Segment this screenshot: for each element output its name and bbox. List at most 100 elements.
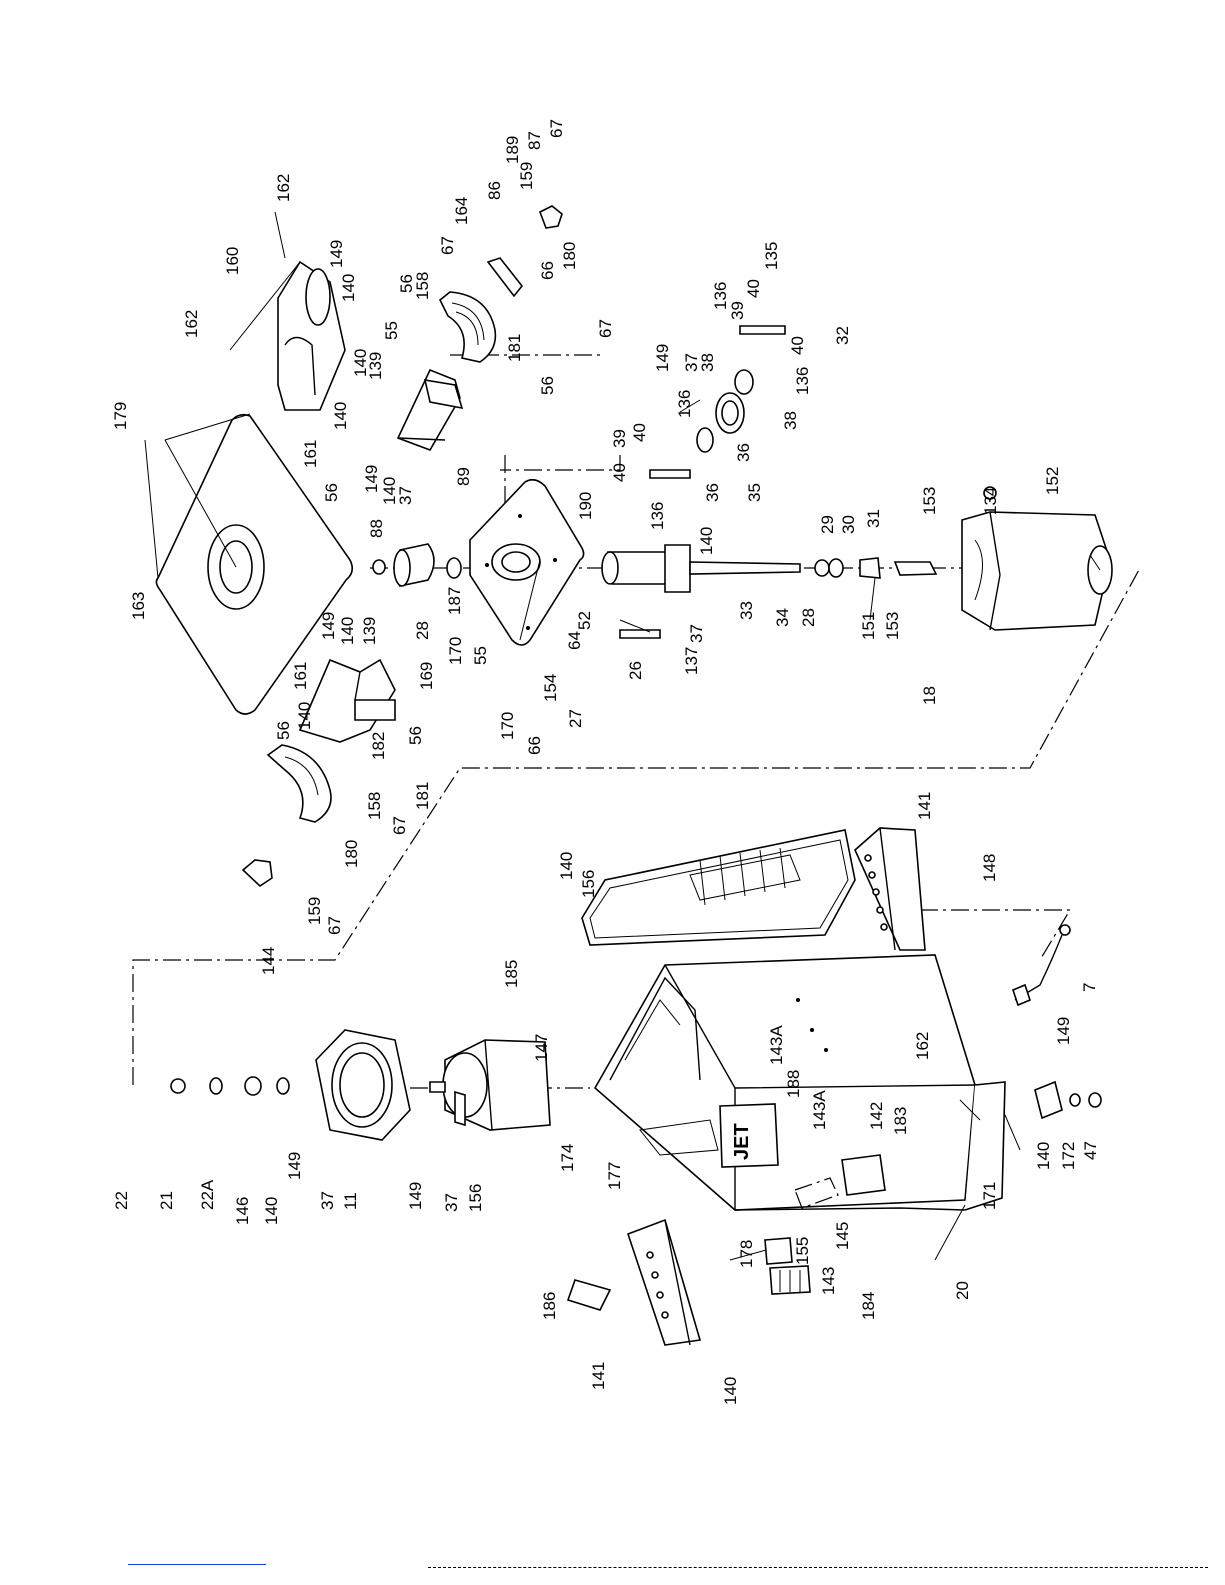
callout-label: 170 xyxy=(446,637,465,665)
callout-label: 144 xyxy=(259,947,278,975)
callout-label: 181 xyxy=(413,782,432,810)
callout-label: 149 xyxy=(362,465,381,493)
callout-label: 55 xyxy=(382,321,401,340)
callout-label: 162 xyxy=(913,1032,932,1060)
callout-label: 56 xyxy=(406,726,425,745)
upper-bracket xyxy=(396,368,464,451)
callout-label: 189 xyxy=(503,136,522,164)
callout-label: 67 xyxy=(390,816,409,835)
callout-label: 143A xyxy=(767,1025,786,1065)
callout-label: 56 xyxy=(397,274,416,293)
callout-label: 159 xyxy=(517,162,536,190)
callout-label: 142 xyxy=(867,1102,886,1130)
callout-label: 169 xyxy=(417,662,436,690)
switch-box xyxy=(764,1237,811,1295)
callout-label: 141 xyxy=(915,792,934,820)
callout-label: 149 xyxy=(285,1152,304,1180)
callout-label: 136 xyxy=(793,367,812,395)
callout-label: 56 xyxy=(274,721,293,740)
callout-label: 137 xyxy=(682,647,701,675)
callout-label: 140 xyxy=(1034,1142,1053,1170)
callout-label: 27 xyxy=(566,709,585,728)
callout-label: 163 xyxy=(129,592,148,620)
callout-label: 180 xyxy=(342,840,361,868)
dust-hood xyxy=(277,260,346,411)
callout-label: 139 xyxy=(360,617,379,645)
access-panel xyxy=(581,829,856,946)
callout-label: 36 xyxy=(734,443,753,462)
callout-label: 136 xyxy=(648,502,667,530)
callout-label: 67 xyxy=(438,236,457,255)
callout-label: 185 xyxy=(502,960,521,988)
callout-label: 38 xyxy=(698,353,717,372)
callout-label: 22A xyxy=(198,1179,217,1210)
foot-bracket xyxy=(1034,1080,1102,1120)
callout-label: 33 xyxy=(737,601,756,620)
callout-label: 29 xyxy=(818,515,837,534)
footer-dashed-rule xyxy=(428,1567,1208,1568)
callout-label: 21 xyxy=(157,1191,176,1210)
callout-label: 145 xyxy=(833,1222,852,1250)
callout-label: 179 xyxy=(111,402,130,430)
callout-label: 20 xyxy=(953,1281,972,1300)
callout-label: 89 xyxy=(454,467,473,486)
callout-label: 153 xyxy=(920,487,939,515)
callout-label: 86 xyxy=(485,181,504,200)
callout-label: 149 xyxy=(1054,1017,1073,1045)
callout-label: 47 xyxy=(1081,1141,1100,1160)
callout-label: 31 xyxy=(864,509,883,528)
callout-label: 162 xyxy=(274,174,293,202)
callout-label: 87 xyxy=(525,131,544,150)
callout-label: 136 xyxy=(675,390,694,418)
callout-label: 155 xyxy=(793,1237,812,1265)
brand-label: JET xyxy=(731,1123,753,1160)
callout-label: 37 xyxy=(318,1191,337,1210)
callout-label: 186 xyxy=(540,1292,559,1320)
callout-label: 28 xyxy=(413,621,432,640)
power-cord xyxy=(1012,924,1071,1007)
decal xyxy=(566,1279,612,1311)
callout-label: 174 xyxy=(558,1144,577,1172)
callout-label: 52 xyxy=(575,611,594,630)
upper-trunnion xyxy=(438,205,563,363)
callout-label: 35 xyxy=(745,483,764,502)
callout-label: 151 xyxy=(859,612,878,640)
callout-label: 149 xyxy=(319,612,338,640)
callout-label: 40 xyxy=(744,279,763,298)
brand-text: JET xyxy=(731,1123,753,1160)
callout-label: 140 xyxy=(351,349,370,377)
callout-label: 172 xyxy=(1059,1142,1078,1170)
callout-label: 164 xyxy=(452,197,471,225)
callout-label: 67 xyxy=(325,916,344,935)
callout-label: 140 xyxy=(338,617,357,645)
callout-label: 140 xyxy=(295,702,314,730)
motor-housing xyxy=(961,486,1113,631)
spindle-housing xyxy=(601,544,938,639)
callout-label: 158 xyxy=(365,792,384,820)
callout-label: 177 xyxy=(605,1162,624,1190)
callout-label: 183 xyxy=(891,1107,910,1135)
callout-label: 37 xyxy=(396,486,415,505)
callout-label: 55 xyxy=(471,646,490,665)
callout-label: 40 xyxy=(630,423,649,442)
cabinet xyxy=(593,954,1006,1211)
callout-label: 88 xyxy=(367,519,386,538)
callout-label: 149 xyxy=(653,344,672,372)
callout-label: 56 xyxy=(322,483,341,502)
callout-label: 180 xyxy=(560,242,579,270)
lower-trunnion xyxy=(241,744,332,888)
callout-label: 37 xyxy=(442,1193,461,1212)
callout-label: 140 xyxy=(721,1377,740,1405)
callout-label: 30 xyxy=(839,515,858,534)
callout-label: 149 xyxy=(327,240,346,268)
callout-label: 64 xyxy=(565,631,584,650)
callout-label: 141 xyxy=(589,1362,608,1390)
callout-label: 140 xyxy=(331,402,350,430)
callout-label: 161 xyxy=(301,440,320,468)
callout-label: 161 xyxy=(291,662,310,690)
callout-label: 140 xyxy=(697,527,716,555)
callout-label: 28 xyxy=(799,608,818,627)
callout-label: 37 xyxy=(682,353,701,372)
callout-label: 159 xyxy=(305,897,324,925)
